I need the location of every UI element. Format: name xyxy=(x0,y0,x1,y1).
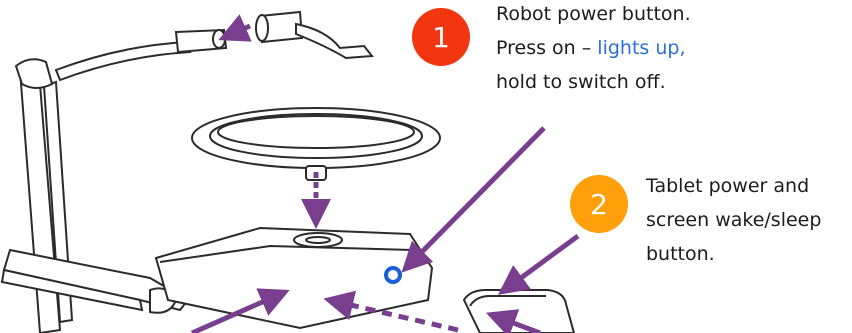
callout-text-1: Robot power button. Press on – lights up… xyxy=(496,2,691,94)
annotation-arrows xyxy=(190,14,580,333)
callout-1-line2-prefix: Press on – xyxy=(496,37,598,59)
callout-number-1: 1 xyxy=(432,20,450,54)
callout-1-highlight: lights up, xyxy=(597,37,686,59)
callout-number-2: 2 xyxy=(590,187,608,221)
robot-arm xyxy=(0,58,190,333)
callout-2-line1: Tablet power and xyxy=(646,175,810,197)
callout-1-line2: Press on – lights up, xyxy=(496,36,691,60)
callout-text-2: Tablet power and screen wake/sleep butto… xyxy=(646,174,821,266)
plate xyxy=(191,107,441,181)
callout-1-line3: hold to switch off. xyxy=(496,71,666,93)
callout-2-line2: screen wake/sleep xyxy=(646,209,822,231)
callout-badge-2: 2 xyxy=(570,175,628,233)
upper-arm xyxy=(54,10,374,82)
callout-1-line1: Robot power button. xyxy=(496,3,691,25)
callout-2-line3: button. xyxy=(646,243,715,265)
callout-badge-1: 1 xyxy=(412,8,470,66)
base-unit xyxy=(154,226,434,330)
power-button-ring xyxy=(384,266,402,284)
